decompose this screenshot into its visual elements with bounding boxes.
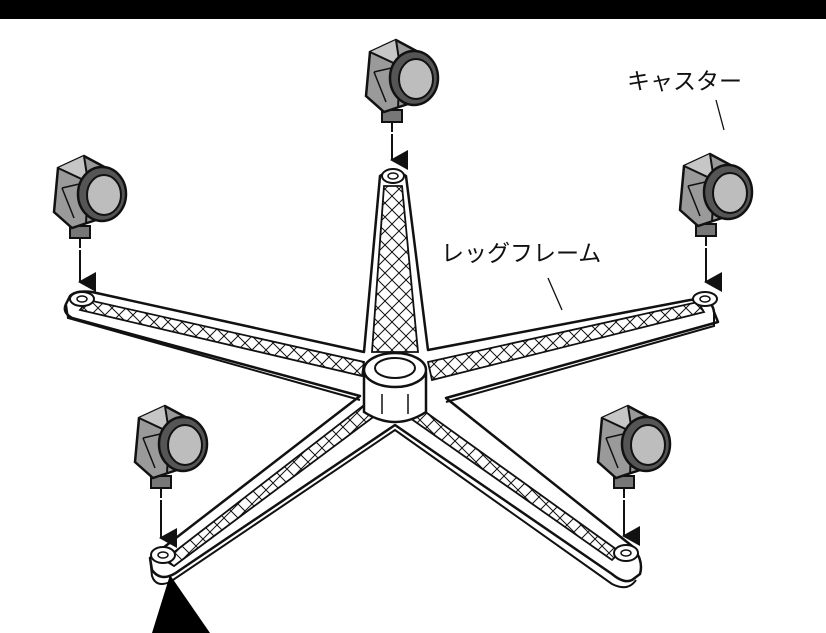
caster-wheel-icon	[678, 152, 754, 248]
leg-frame-label: レッグフレーム	[441, 241, 602, 267]
caster-wheel-icon	[364, 38, 440, 134]
caster-wheel-icon	[596, 404, 672, 500]
arrow-down-icon	[78, 134, 722, 548]
caster-wheel-icon	[133, 404, 209, 500]
pointer-wedge-icon	[152, 575, 210, 633]
leg-frame	[63, 168, 720, 589]
top-border-bar	[0, 0, 826, 19]
caster-label: キャスター	[627, 69, 742, 95]
caster-leader-line	[715, 99, 725, 131]
frame-leader-line	[547, 277, 563, 311]
caster-wheel-icon	[52, 154, 128, 250]
